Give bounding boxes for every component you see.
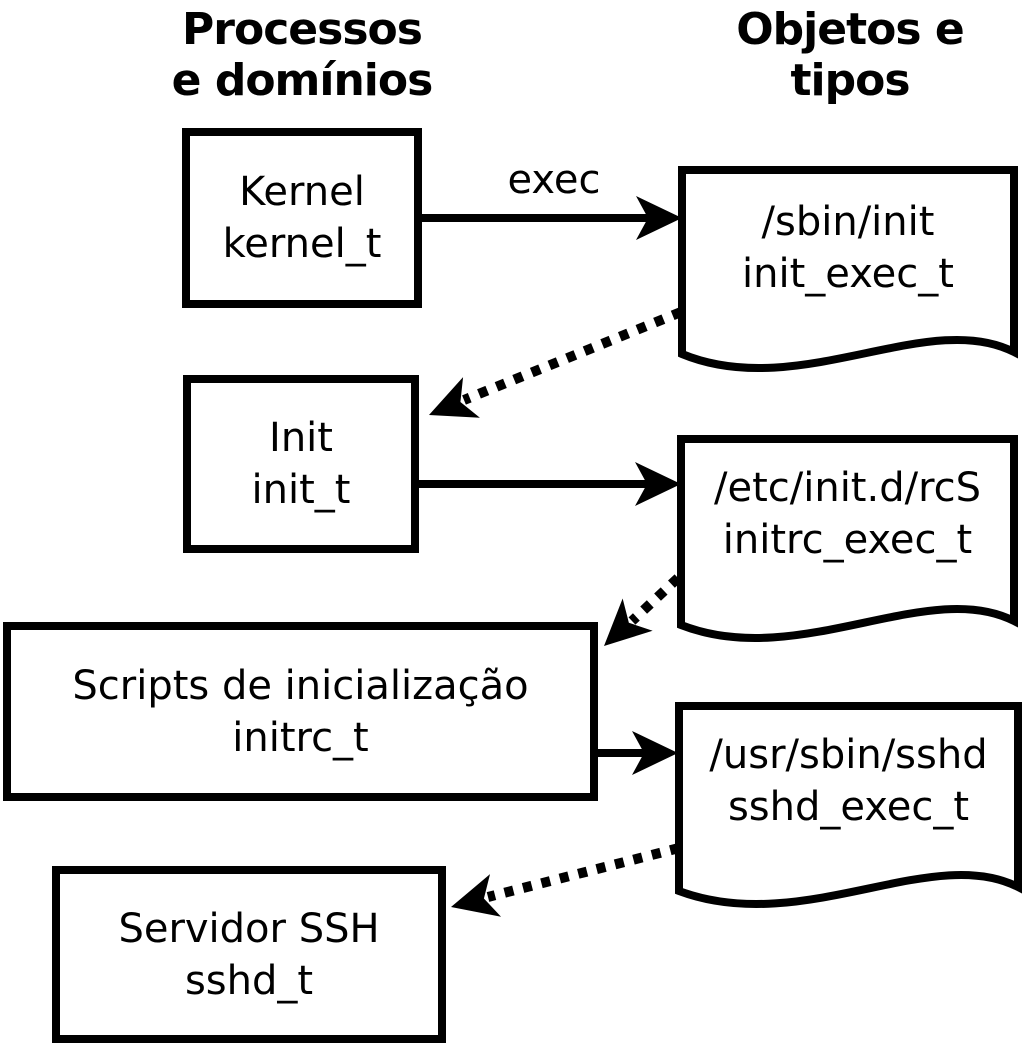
solid-arrow-initrc-to-sshd (594, 731, 678, 775)
object-path: /sbin/init (761, 199, 935, 245)
process-name: Servidor SSH (118, 905, 380, 952)
arrowhead-icon (636, 196, 682, 240)
dotted-arrow-sbin-init-to-init (429, 307, 683, 418)
process-domain: sshd_t (184, 957, 314, 1004)
object-path: /usr/sbin/sshd (709, 732, 988, 778)
header-line: Objetos e (736, 4, 964, 55)
header-line: Processos (182, 4, 423, 55)
header-line: tipos (790, 55, 910, 106)
header-line: e domínios (171, 55, 434, 106)
arrowhead-icon (451, 874, 502, 917)
dotted-arrow-sshd-to-servidor (451, 843, 681, 917)
solid-arrow-init-to-rcs (416, 462, 681, 506)
solid-arrow-kernel-to-sbin-init (417, 196, 682, 240)
object-label-etc-initd-rcs: /etc/init.d/rcS initrc_exec_t (681, 462, 1014, 566)
process-domain: init_t (251, 467, 351, 513)
process-name: Kernel (239, 169, 365, 215)
arrowhead-icon (632, 731, 678, 775)
object-type: sshd_exec_t (727, 784, 970, 830)
process-name: Init (269, 415, 333, 461)
dotted-arrow-rcs-to-initrc (604, 574, 682, 646)
object-path: /etc/init.d/rcS (713, 465, 982, 511)
arrowhead-icon (635, 462, 681, 506)
document-shape-usr-sbin-sshd (675, 702, 1022, 909)
object-label-sbin-init: /sbin/init init_exec_t (682, 196, 1014, 300)
process-domain: kernel_t (222, 221, 382, 267)
process-box-kernel: Kernel kernel_t (182, 128, 422, 308)
process-box-init-scripts: Scripts de inicialização initrc_t (3, 622, 598, 801)
arrowhead-icon (604, 598, 653, 646)
arrowhead-icon (429, 377, 480, 418)
document-shape-sbin-init (678, 166, 1018, 372)
exec-arrow-label: exec (507, 157, 601, 203)
process-domain: initrc_t (232, 714, 369, 761)
object-type: init_exec_t (742, 251, 954, 297)
column-header-processes: Processos e domínios (112, 4, 492, 106)
object-type: initrc_exec_t (722, 517, 973, 563)
column-header-objects: Objetos e tipos (660, 4, 1024, 106)
object-label-usr-sbin-sshd: /usr/sbin/sshd sshd_exec_t (679, 729, 1018, 833)
process-box-ssh-server: Servidor SSH sshd_t (52, 866, 446, 1043)
document-shape-etc-initd-rcs (677, 435, 1018, 643)
process-box-init: Init init_t (183, 375, 419, 553)
process-name: Scripts de inicialização (72, 662, 529, 709)
